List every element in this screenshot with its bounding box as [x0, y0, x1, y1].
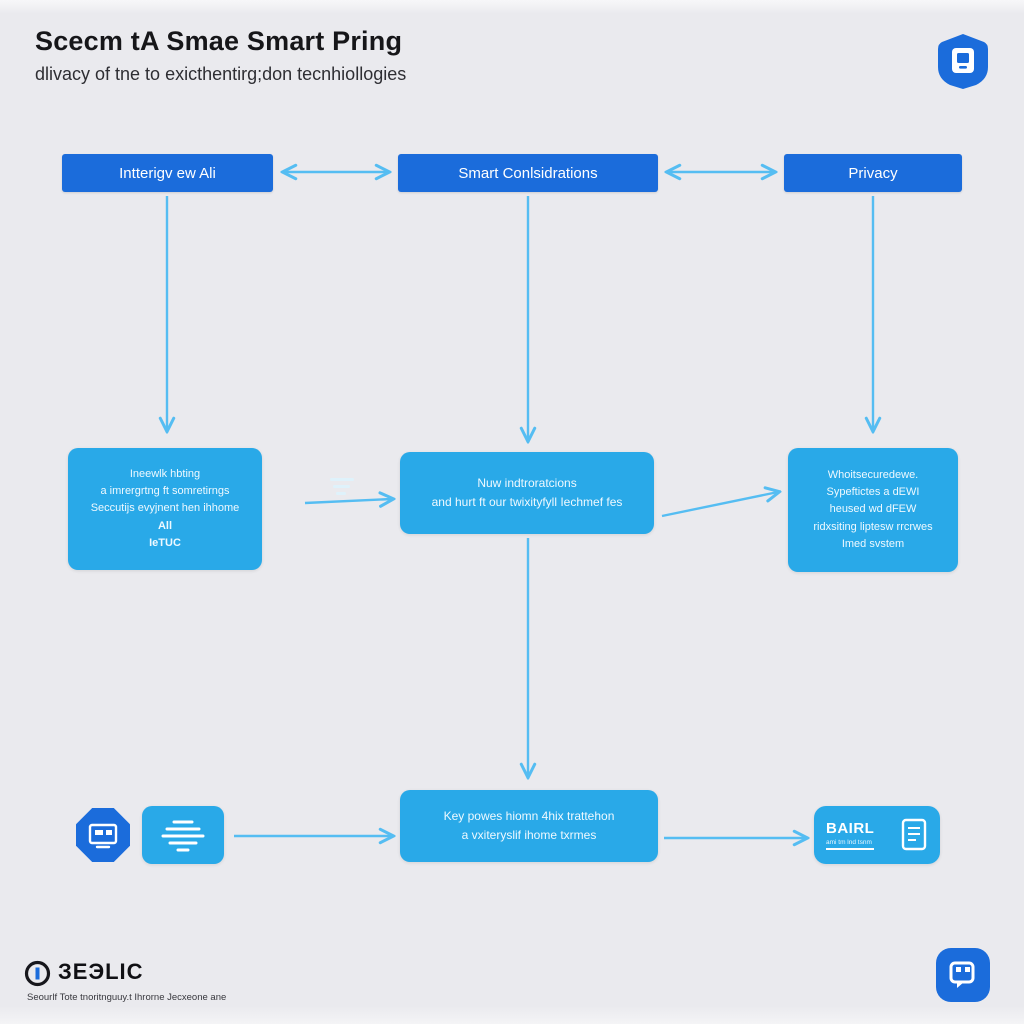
detail-line: All: [157, 519, 173, 532]
detail-line: and hurt ft our twixityfyll Iechmef fes: [431, 495, 623, 509]
node-label: Intterigv ew Ali: [119, 164, 216, 182]
detail-line: Nuw indtroratcions: [477, 476, 577, 491]
footer-caption: Seourlf Tote tnoritnguuy.t Ihrorne Jecxe…: [27, 992, 227, 1003]
detail-box-left: Ineewlk hbting a imrergrtng ft somretirn…: [68, 448, 262, 570]
badge-sub: ami tm lnd tsnm: [826, 839, 875, 850]
detail-box-center: Nuw indtroratcions and hurt ft our twixi…: [400, 452, 654, 534]
badge-label: BAIRL: [826, 820, 875, 837]
detail-line: Seccutijs evyjnent hen ihhome: [90, 502, 240, 515]
document-icon: [901, 818, 927, 851]
node-label: Privacy: [848, 164, 898, 182]
node-privacy: Privacy: [784, 154, 962, 192]
badge-text-block: BAIRL ami tm lnd tsnm: [826, 820, 875, 850]
node-interview-ai: Intterigv ew Ali: [62, 154, 273, 192]
detail-line: Sypeftictes a dEWI: [826, 486, 920, 499]
detail-line: ridxsiting liptesw rrcrwes: [813, 520, 933, 533]
bottom-summary-box: Key powes hiomn 4hix trattehon a vxitery…: [400, 790, 658, 862]
page-title: Scecm tA Smae Smart Pring: [35, 26, 403, 56]
footer-brand: ЗЕЭLIC: [58, 959, 144, 984]
node-label: Smart Conlsidrations: [458, 164, 598, 182]
arrow-leftbox-to-centerbox: [304, 499, 392, 503]
bairl-badge: BAIRL ami tm lnd tsnm: [814, 806, 940, 864]
detail-line: Ineewlk hbting: [129, 468, 201, 481]
arrow-centerbox-to-rightbox: [661, 492, 778, 518]
title-block: Scecm tA Smae Smart Pring dlivacy of tne…: [35, 26, 406, 85]
triple-line-glyph: [330, 478, 356, 499]
detail-line: a imrergrtng ft somretirngs: [100, 485, 230, 498]
shield-device-icon: [934, 32, 992, 90]
octagon-monitor-icon: [76, 808, 130, 862]
shield-grid-icon: [936, 948, 990, 1002]
detail-line: Imed svstem: [841, 537, 905, 550]
detail-line: heused wd dFEW: [829, 503, 917, 516]
page-subtitle: dlivacy of tne to exicthentirg;don tecnh…: [35, 64, 407, 84]
detail-line: Key powes hiomn 4hix trattehon: [443, 809, 615, 824]
detail-line: IeTUC: [149, 536, 181, 549]
detail-line: Whoitsecuredewe.: [827, 469, 919, 482]
detail-box-right: Whoitsecuredewe. Sypeftictes a dEWI heus…: [788, 448, 958, 572]
circle-logo-icon: [24, 960, 51, 987]
signal-fan-icon: [142, 806, 224, 864]
node-smart-considerations: Smart Conlsidrations: [398, 154, 658, 192]
detail-line: a vxiteryslif ihome txrmes: [461, 828, 597, 842]
